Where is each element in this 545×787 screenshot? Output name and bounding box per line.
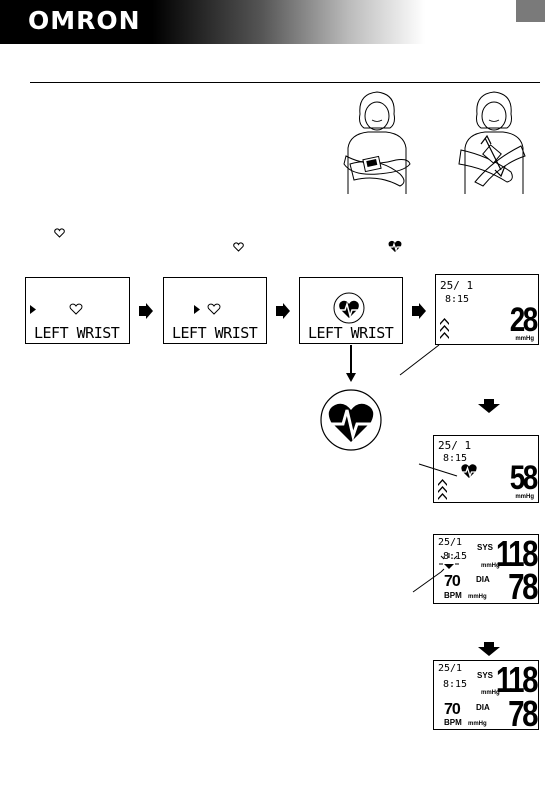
result-screen-1: 25/1 8:15 SYS mmHg 118 DIA 70 BPM mmHg 7… xyxy=(433,533,539,607)
systolic-value: 118 xyxy=(495,659,539,700)
leader-line xyxy=(418,463,458,477)
diastolic-value: 78 xyxy=(508,693,538,734)
pointer-icon xyxy=(194,305,200,314)
section-rule xyxy=(30,82,540,83)
heart-icon xyxy=(69,303,83,315)
unit-label: mmHg xyxy=(515,494,534,500)
sys-label: SYS xyxy=(477,671,494,680)
unit-label: mmHg xyxy=(481,690,500,696)
heart-icon xyxy=(207,303,221,315)
display-screen-5: 25/ 1 8:15 58 mmHg xyxy=(433,435,539,503)
heartbeat-icon xyxy=(333,292,365,324)
date-label: 25/1 xyxy=(438,537,463,548)
display-screen-2: LEFT WRIST xyxy=(163,277,267,344)
header-bar xyxy=(0,0,545,44)
arrow-down-thin-icon xyxy=(346,345,356,382)
pulse-value: 70 xyxy=(444,701,461,718)
date-label: 25/1 xyxy=(438,663,463,674)
person-wrist-illustration-2 xyxy=(458,91,526,194)
wrist-label: LEFT WRIST xyxy=(308,324,394,342)
result-screen-2: 25/1 8:15 SYS mmHg 118 DIA 70 BPM mmHg 7… xyxy=(433,659,539,734)
systolic-value: 118 xyxy=(495,533,539,574)
heartbeat-indicator-flashing-icon xyxy=(439,553,459,573)
unit-label: mmHg xyxy=(468,594,487,600)
display-screen-3: LEFT WRIST xyxy=(299,277,403,344)
display-screen-1: LEFT WRIST xyxy=(25,277,130,344)
cuff-pressure-value: 58 xyxy=(509,459,539,497)
time-label: 8:15 xyxy=(443,453,468,464)
heart-icon xyxy=(233,242,244,252)
pulse-label: BPM xyxy=(444,718,462,727)
leader-line xyxy=(412,571,442,593)
pulse-label: BPM xyxy=(444,591,462,600)
unit-label: mmHg xyxy=(515,336,534,342)
arrow-down-icon xyxy=(478,399,500,413)
person-wrist-illustration-1 xyxy=(343,91,411,194)
diastolic-value: 78 xyxy=(508,566,538,607)
arrow-down-icon xyxy=(478,642,500,656)
inflation-indicator-icon xyxy=(438,479,447,500)
pointer-icon xyxy=(30,305,36,314)
dia-label: DIA xyxy=(476,703,490,712)
cuff-pressure-value: 28 xyxy=(509,301,539,339)
display-screen-4: 25/ 1 8:15 28 mmHg xyxy=(435,274,539,345)
heartbeat-icon xyxy=(388,240,402,252)
unit-label: mmHg xyxy=(468,721,487,727)
inflation-indicator-icon xyxy=(440,318,449,339)
wrist-label: LEFT WRIST xyxy=(172,324,258,342)
dia-label: DIA xyxy=(476,575,490,584)
arrow-right-icon xyxy=(412,303,426,319)
wrist-label: LEFT WRIST xyxy=(34,324,120,342)
unit-label: mmHg xyxy=(481,563,500,569)
heart-icon xyxy=(54,228,65,238)
time-label: 8:15 xyxy=(443,679,468,690)
arrow-right-icon xyxy=(276,303,290,319)
leader-line xyxy=(399,344,440,376)
sys-label: SYS xyxy=(477,543,494,552)
arrow-right-icon xyxy=(139,303,153,319)
time-label: 8:15 xyxy=(443,551,468,562)
pulse-value: 70 xyxy=(444,573,461,590)
omron-logo: OMRON xyxy=(28,6,141,35)
date-label: 25/ 1 xyxy=(438,439,472,452)
heartbeat-icon xyxy=(460,464,478,479)
heartbeat-icon-large xyxy=(320,389,382,451)
time-label: 8:15 xyxy=(445,294,470,305)
date-label: 25/ 1 xyxy=(440,279,474,292)
section-tab xyxy=(516,0,545,22)
